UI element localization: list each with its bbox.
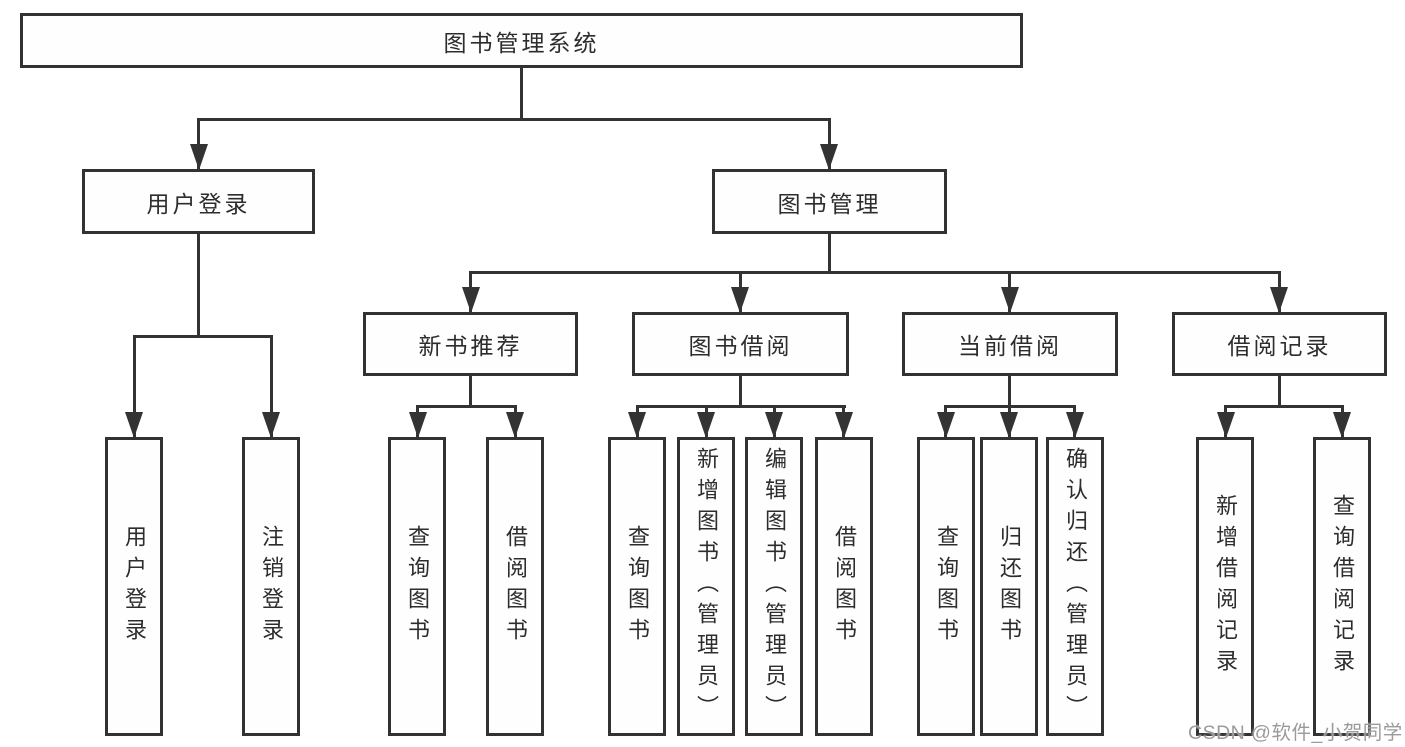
node-label: 图书管理系统 (443, 29, 600, 56)
connector-branch-level2 (469, 271, 1281, 274)
arrowhead-down-icon (1217, 412, 1235, 438)
node-book-management: 图书管理 (712, 169, 947, 234)
leaf-user-login: 用户登录 (105, 437, 163, 736)
connector-branch-new-book-rec (416, 405, 517, 408)
node-label: 注销登录 (259, 524, 284, 649)
arrowhead-down-icon (125, 412, 143, 438)
node-label: 归还图书 (997, 524, 1022, 649)
connector-branch-borrowing-records (1224, 405, 1344, 408)
node-label: 新书推荐 (418, 333, 523, 359)
connector-branch-level1 (197, 118, 831, 121)
leaf-cb-confirm-return-admin: 确认归还（管理员） (1046, 437, 1104, 736)
watermark: CSDN @软件_小贺同学 (1188, 722, 1403, 744)
node-label: 当前借阅 (958, 333, 1062, 359)
arrowhead-down-icon (1333, 412, 1351, 438)
arrowhead-down-icon (1270, 287, 1288, 313)
node-label: 图书借阅 (688, 333, 793, 359)
connector-drop-book-management (828, 118, 831, 169)
arrowhead-down-icon (462, 287, 480, 313)
connector-book-management-down (828, 234, 831, 274)
leaf-bb-edit-books-admin: 编辑图书（管理员） (745, 437, 803, 736)
node-user-login: 用户登录 (82, 169, 315, 234)
node-new-book-recommendation: 新书推荐 (363, 312, 578, 376)
node-label: 查询图书 (405, 524, 430, 649)
node-label: 确认归还（管理员） (1063, 447, 1088, 726)
arrowhead-down-icon (1066, 412, 1084, 438)
connector-new-book-rec-down (469, 376, 472, 408)
leaf-nbr-query-books: 查询图书 (388, 437, 446, 736)
node-label: 借阅记录 (1227, 333, 1332, 359)
node-label: 查询借阅记录 (1330, 493, 1355, 680)
arrowhead-down-icon (731, 287, 749, 313)
arrowhead-down-icon (190, 144, 208, 170)
leaf-bb-query-books: 查询图书 (608, 437, 666, 736)
arrowhead-down-icon (820, 144, 838, 170)
connector-borrowing-records-down (1278, 376, 1281, 408)
connector-current-borrowing-down (1008, 376, 1011, 408)
arrowhead-down-icon (1000, 412, 1018, 438)
leaf-br-add-record: 新增借阅记录 (1196, 437, 1254, 736)
connector-drop-user-login (197, 118, 200, 169)
leaf-br-query-record: 查询借阅记录 (1313, 437, 1371, 736)
connector-drop-leaf-logout (270, 335, 273, 437)
arrowhead-down-icon (1001, 287, 1019, 313)
arrowhead-down-icon (697, 412, 715, 438)
leaf-cb-return-books: 归还图书 (980, 437, 1038, 736)
leaf-bb-borrow-books: 借阅图书 (815, 437, 873, 736)
leaf-nbr-borrow-books: 借阅图书 (486, 437, 544, 736)
node-label: 查询图书 (625, 524, 650, 649)
arrowhead-down-icon (765, 412, 783, 438)
connector-branch-user-login (133, 335, 273, 338)
node-current-borrowing: 当前借阅 (902, 312, 1118, 376)
arrowhead-down-icon (628, 412, 646, 438)
connector-book-borrowing-down (739, 376, 742, 408)
node-label: 图书管理 (777, 190, 882, 217)
leaf-cb-query-books: 查询图书 (917, 437, 975, 736)
node-label: 编辑图书（管理员） (762, 447, 787, 726)
arrowhead-down-icon (262, 412, 280, 438)
leaf-bb-add-books-admin: 新增图书（管理员） (677, 437, 735, 736)
node-borrowing-records: 借阅记录 (1172, 312, 1387, 376)
node-label: 新增借阅记录 (1213, 493, 1238, 680)
connector-root-drop (520, 68, 523, 121)
connector-user-login-down (197, 234, 200, 338)
leaf-logout-login: 注销登录 (242, 437, 300, 736)
node-label: 新增图书（管理员） (694, 447, 719, 726)
node-label: 查询图书 (934, 524, 959, 649)
node-library-management-system: 图书管理系统 (20, 13, 1023, 68)
node-book-borrowing: 图书借阅 (632, 312, 849, 376)
arrowhead-down-icon (506, 412, 524, 438)
node-label: 借阅图书 (832, 524, 857, 649)
connector-branch-book-borrowing (636, 405, 846, 408)
arrowhead-down-icon (835, 412, 853, 438)
arrowhead-down-icon (937, 412, 955, 438)
connector-drop-leaf-user-login (133, 335, 136, 437)
node-label: 用户登录 (146, 190, 251, 217)
node-label: 借阅图书 (503, 524, 528, 649)
arrowhead-down-icon (409, 412, 427, 438)
node-label: 用户登录 (122, 524, 147, 649)
